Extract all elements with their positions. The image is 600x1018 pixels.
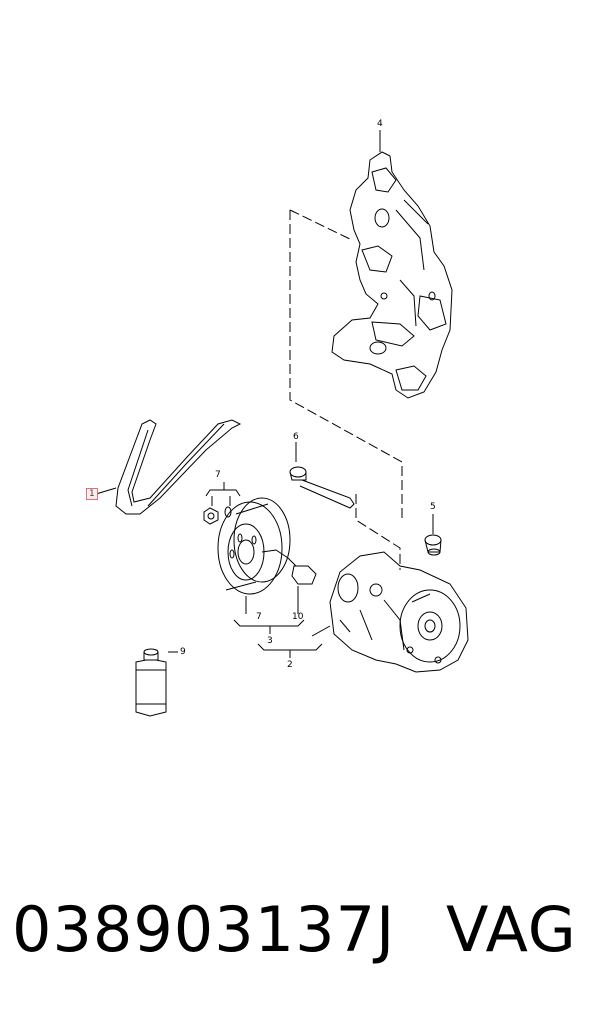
callout-2: 2 [287, 660, 293, 670]
bolt-part-6 [290, 467, 354, 508]
callout-3: 3 [267, 636, 273, 646]
nut-part-7 [204, 507, 231, 524]
leader-lines [96, 130, 433, 658]
compressor-part-2 [330, 552, 468, 672]
exploded-view-drawing [0, 0, 600, 800]
callout-7-bottom: 7 [256, 612, 262, 622]
callout-7-top: 7 [215, 470, 221, 480]
bolt-part-5 [425, 535, 441, 555]
sensor-part-10 [262, 550, 316, 584]
belt-part-1 [116, 420, 240, 514]
callout-5: 5 [430, 502, 436, 512]
callout-10: 10 [292, 612, 304, 622]
bracket-part-4 [332, 152, 452, 398]
parts-diagram: 4 6 5 1 7 7 10 3 2 9 [0, 0, 600, 800]
callout-6: 6 [293, 432, 299, 442]
callout-1: 1 [86, 488, 98, 500]
pulley-part-7 [218, 498, 290, 594]
brand-name: VAG [446, 893, 577, 966]
part-number: 038903137J [12, 893, 396, 966]
callout-4: 4 [377, 119, 383, 129]
callout-9: 9 [180, 647, 186, 657]
oil-bottle-part-9 [136, 649, 166, 716]
assembly-dash-line [290, 210, 402, 520]
